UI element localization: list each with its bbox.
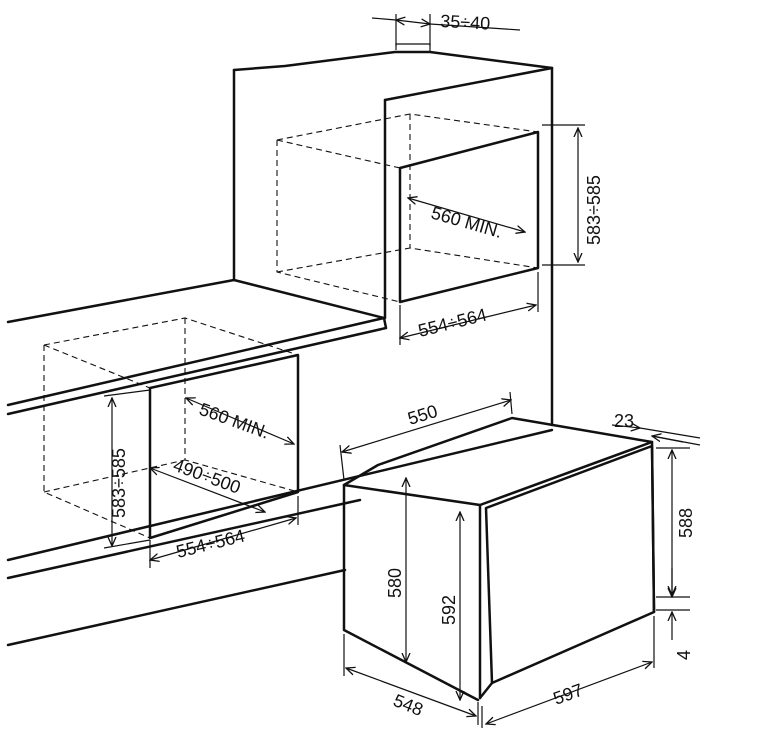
label-oven-side-depth: 548 <box>391 690 426 720</box>
label-lower-niche-width: 554÷564 <box>174 526 247 562</box>
label-oven-body-height: 580 <box>385 568 405 598</box>
label-upper-niche-depth: 560 MIN. <box>429 203 505 242</box>
label-upper-niche-width: 554÷564 <box>416 305 489 341</box>
dimension-lines <box>103 14 701 728</box>
label-oven-door-height: 592 <box>439 595 459 625</box>
label-oven-front-width: 597 <box>551 680 586 709</box>
label-lower-niche-depth: 560 MIN. <box>197 399 272 443</box>
label-upper-niche-height: 583÷585 <box>584 175 604 245</box>
worktop <box>6 278 554 647</box>
dimension-labels: 35÷40 583÷585 560 MIN. 554÷564 583÷585 5… <box>109 11 696 720</box>
label-oven-front-height: 588 <box>676 508 696 538</box>
label-top-gap: 35÷40 <box>440 11 491 34</box>
label-lower-niche-inner: 490÷500 <box>171 455 244 498</box>
upper-niche <box>276 113 540 304</box>
label-oven-depth: 550 <box>405 401 440 429</box>
oven <box>342 416 656 702</box>
label-oven-bottom-gap: 4 <box>674 650 694 660</box>
label-oven-front-offset: 23 <box>614 411 634 431</box>
column-cabinet <box>232 43 554 427</box>
label-lower-niche-height: 583÷585 <box>109 448 129 518</box>
